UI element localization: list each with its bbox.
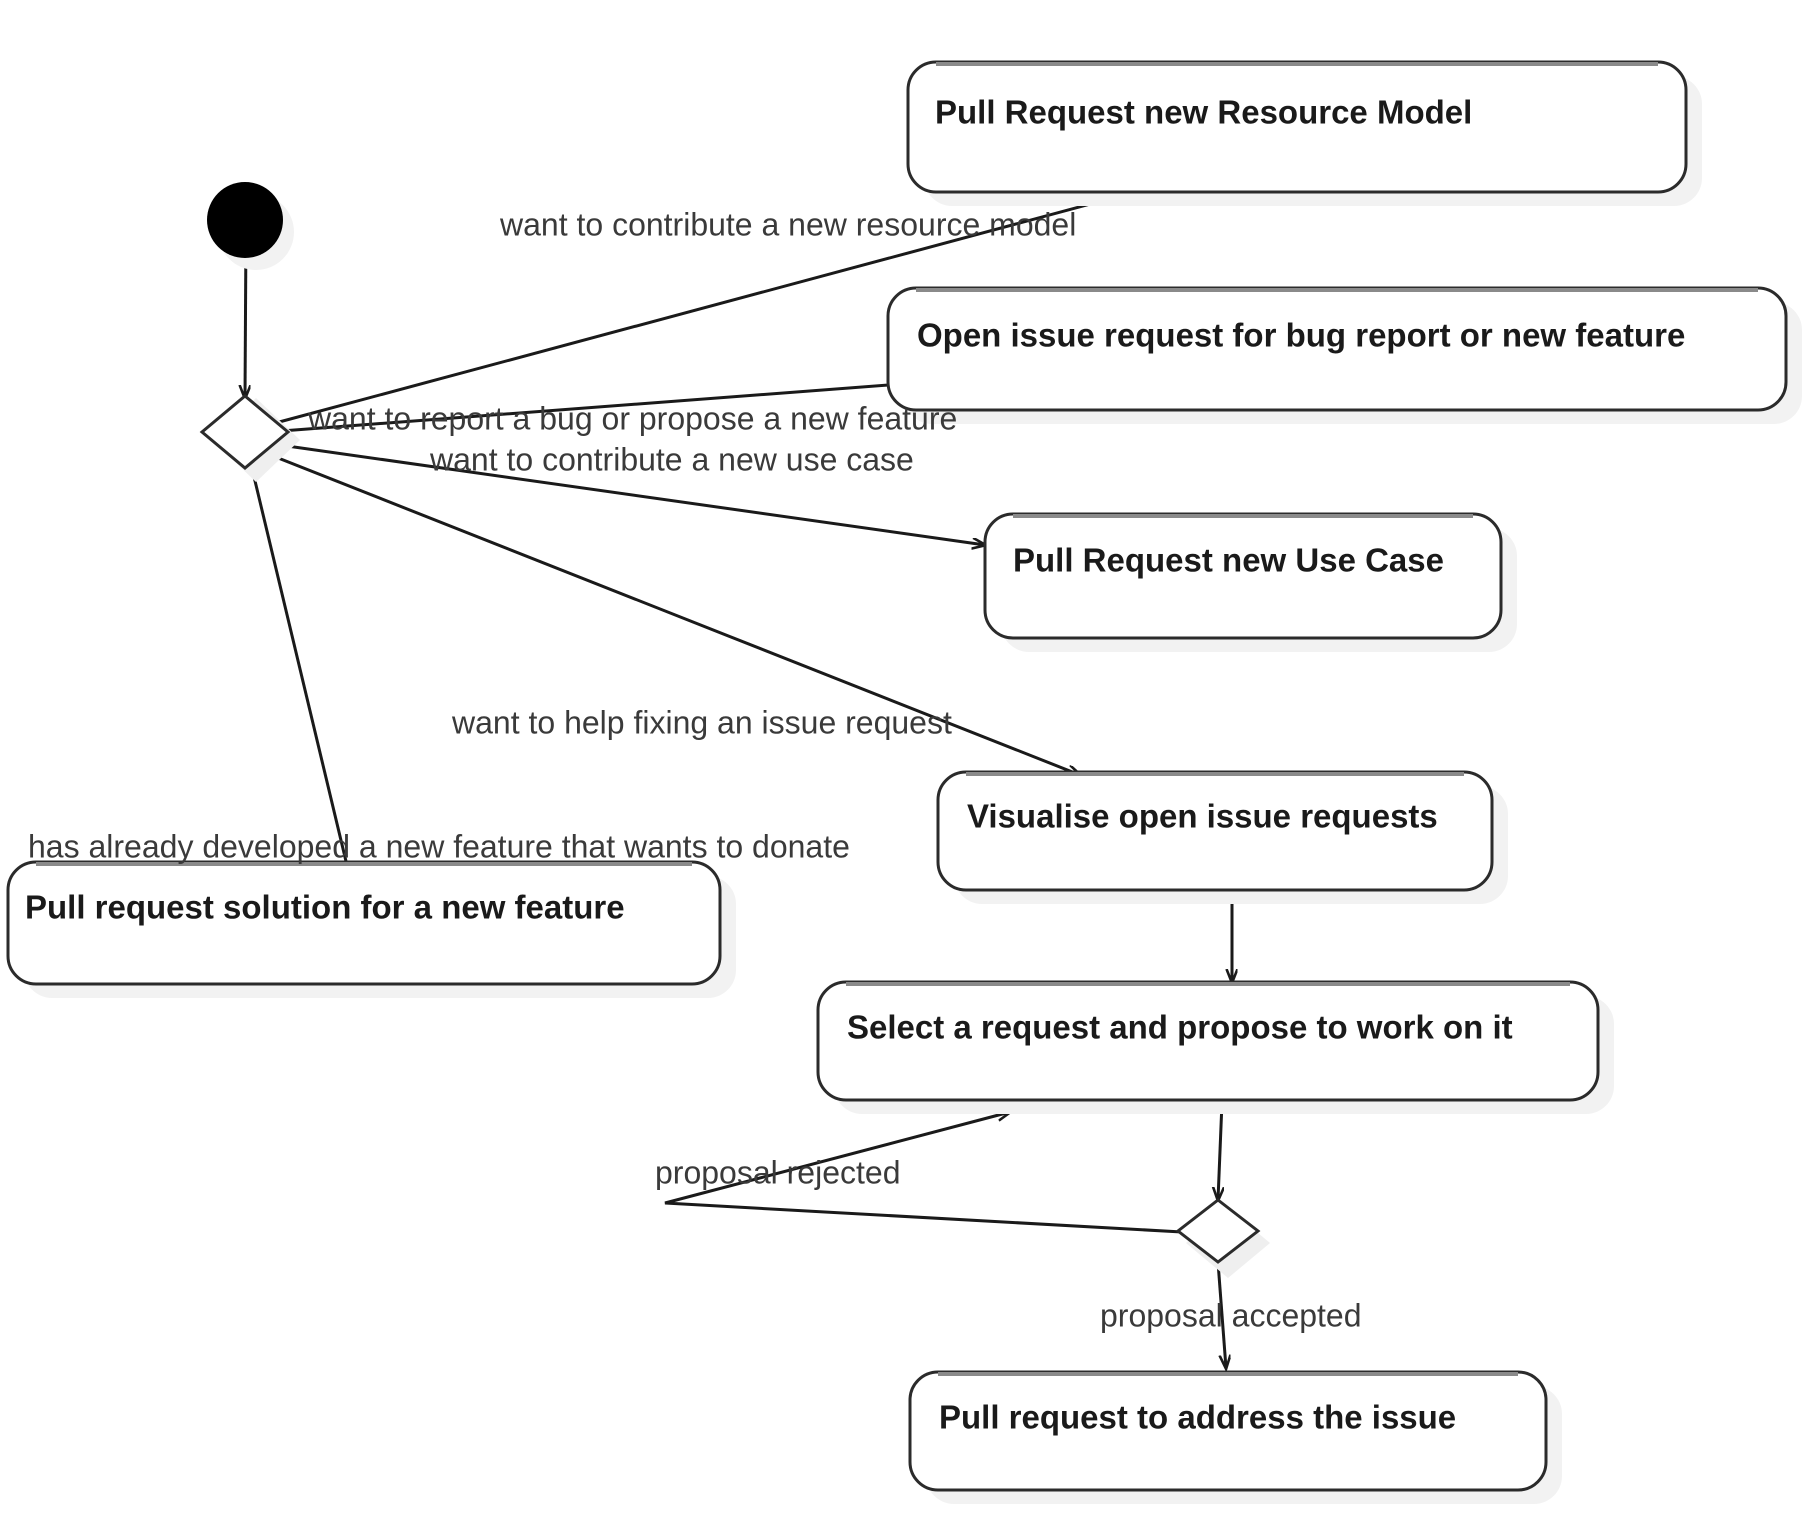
edge-label-already-developed: has already developed a new feature that… [28,828,850,864]
edge-decision-to-pr-solution [248,459,350,878]
edge-accepted-to-address-issue [1216,1261,1226,1368]
edge-label-bug-feature: want to report a bug or propose a new fe… [307,400,957,436]
edge-decision-to-resource-model [267,188,1150,427]
edge-label-proposal-rejected: proposal rejected [655,1154,900,1190]
edge-decision-to-visualise-issues [262,450,1080,775]
edge-label-proposal-accepted: proposal accepted [1100,1297,1362,1333]
contributor-intent-decision [199,394,300,482]
node-select-request[interactable]: Select a request and propose to work on … [816,980,1614,1114]
node-label-visualise-issues: Visualise open issue requests [967,798,1438,835]
proposal-outcome-decision [1175,1198,1270,1278]
node-pull-request-address-issue[interactable]: Pull request to address the issue [908,1370,1562,1504]
edge-label-help-fixing: want to help fixing an issue request [451,704,952,740]
node-label-use-case: Pull Request new Use Case [1013,542,1444,579]
node-label-pr-solution-feature: Pull request solution for a new feature [25,889,625,926]
node-label-resource-model: Pull Request new Resource Model [935,94,1472,131]
edge-label-use-case: want to contribute a new use case [429,441,914,477]
edge-decision-to-use-case [265,441,985,545]
node-label-select-request: Select a request and propose to work on … [847,1009,1513,1046]
node-pull-request-use-case[interactable]: Pull Request new Use Case [983,512,1517,652]
edge-decision-to-open-issue [267,383,915,434]
edge-select-to-decision2 [1218,1101,1222,1200]
initial-node [207,182,294,270]
node-open-issue-request[interactable]: Open issue request for bug report or new… [886,286,1802,424]
node-visualise-open-issue-requests[interactable]: Visualise open issue requests [936,770,1508,904]
edge-label-resource-model: want to contribute a new resource model [499,206,1076,242]
node-pull-request-resource-model[interactable]: Pull Request new Resource Model [906,60,1702,206]
node-label-open-issue-request: Open issue request for bug report or new… [917,317,1685,354]
node-label-address-issue: Pull request to address the issue [939,1399,1456,1436]
edge-rejected-back-to-select [664,1112,1183,1234]
node-pull-request-solution-feature[interactable]: Pull request solution for a new feature [6,860,736,998]
